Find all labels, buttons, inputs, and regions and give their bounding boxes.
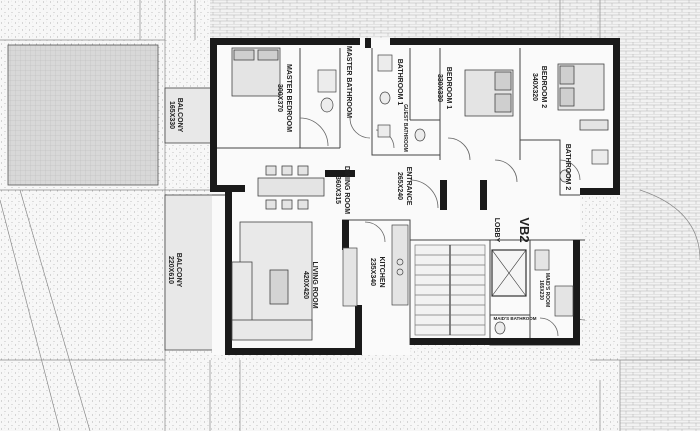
- maids-room-size: 165X230: [538, 280, 544, 300]
- balcony-upper-size: 165X330: [168, 101, 175, 129]
- furniture-bedroom-2: [557, 63, 609, 131]
- furniture-bathrooms: [317, 54, 609, 335]
- balcony-upper-name: BALCONY: [176, 98, 183, 133]
- furniture-dining: [257, 165, 325, 210]
- master-bathroom-label: MASTER BATHROOM: [345, 46, 352, 118]
- balcony-lower-size: 220X610: [167, 256, 174, 284]
- furniture-master-bedroom: [231, 47, 281, 97]
- pavers-right: [620, 0, 700, 431]
- entrance-name: ENTRANCE: [405, 167, 412, 206]
- master-bedroom-name: MASTER BEDROOM: [285, 64, 292, 132]
- furniture-maids-room: [534, 249, 574, 317]
- entrance-size: 265X240: [396, 172, 403, 200]
- unit-code: VB2: [517, 217, 532, 242]
- bedroom-2-size: 340X320: [531, 73, 538, 101]
- master-bedroom-size: 300X370: [276, 84, 283, 112]
- furniture-bedroom-1: [464, 69, 514, 117]
- lobby-label: LOBBY: [493, 218, 500, 243]
- balcony-upper-area: [164, 87, 214, 144]
- bathroom-2-label: BATHROOM 2: [564, 144, 571, 191]
- bathroom-1-label: BATHROOM 1: [396, 59, 403, 106]
- guest-bathroom-label: GUEST BATHROOM: [402, 104, 408, 152]
- kitchen-name: KITCHEN: [378, 256, 385, 287]
- maids-room-name: MAID'S ROOM: [544, 273, 550, 307]
- furniture-kitchen: [342, 224, 409, 307]
- maids-bathroom-label: MAID'S BATHROOM: [494, 316, 537, 321]
- exterior-walls: [210, 38, 620, 355]
- bedroom-1-name: BEDROOM 1: [445, 67, 452, 110]
- furniture-living: [231, 221, 313, 341]
- pavers-top: [210, 0, 630, 38]
- dining-room-size: 360X315: [334, 176, 341, 204]
- terrace-left: [7, 44, 159, 186]
- staircase: [414, 244, 486, 336]
- living-room-size: 420X420: [302, 271, 309, 299]
- living-room-name: LIVING ROOM: [311, 261, 318, 308]
- lift-shaft: [491, 249, 527, 297]
- bedroom-2-name: BEDROOM 2: [540, 66, 547, 109]
- bedroom-1-size: 330X330: [436, 74, 443, 102]
- kitchen-size: 235X340: [369, 258, 376, 286]
- balcony-lower-name: BALCONY: [175, 253, 182, 288]
- dining-room-name: DINING ROOM: [343, 166, 350, 214]
